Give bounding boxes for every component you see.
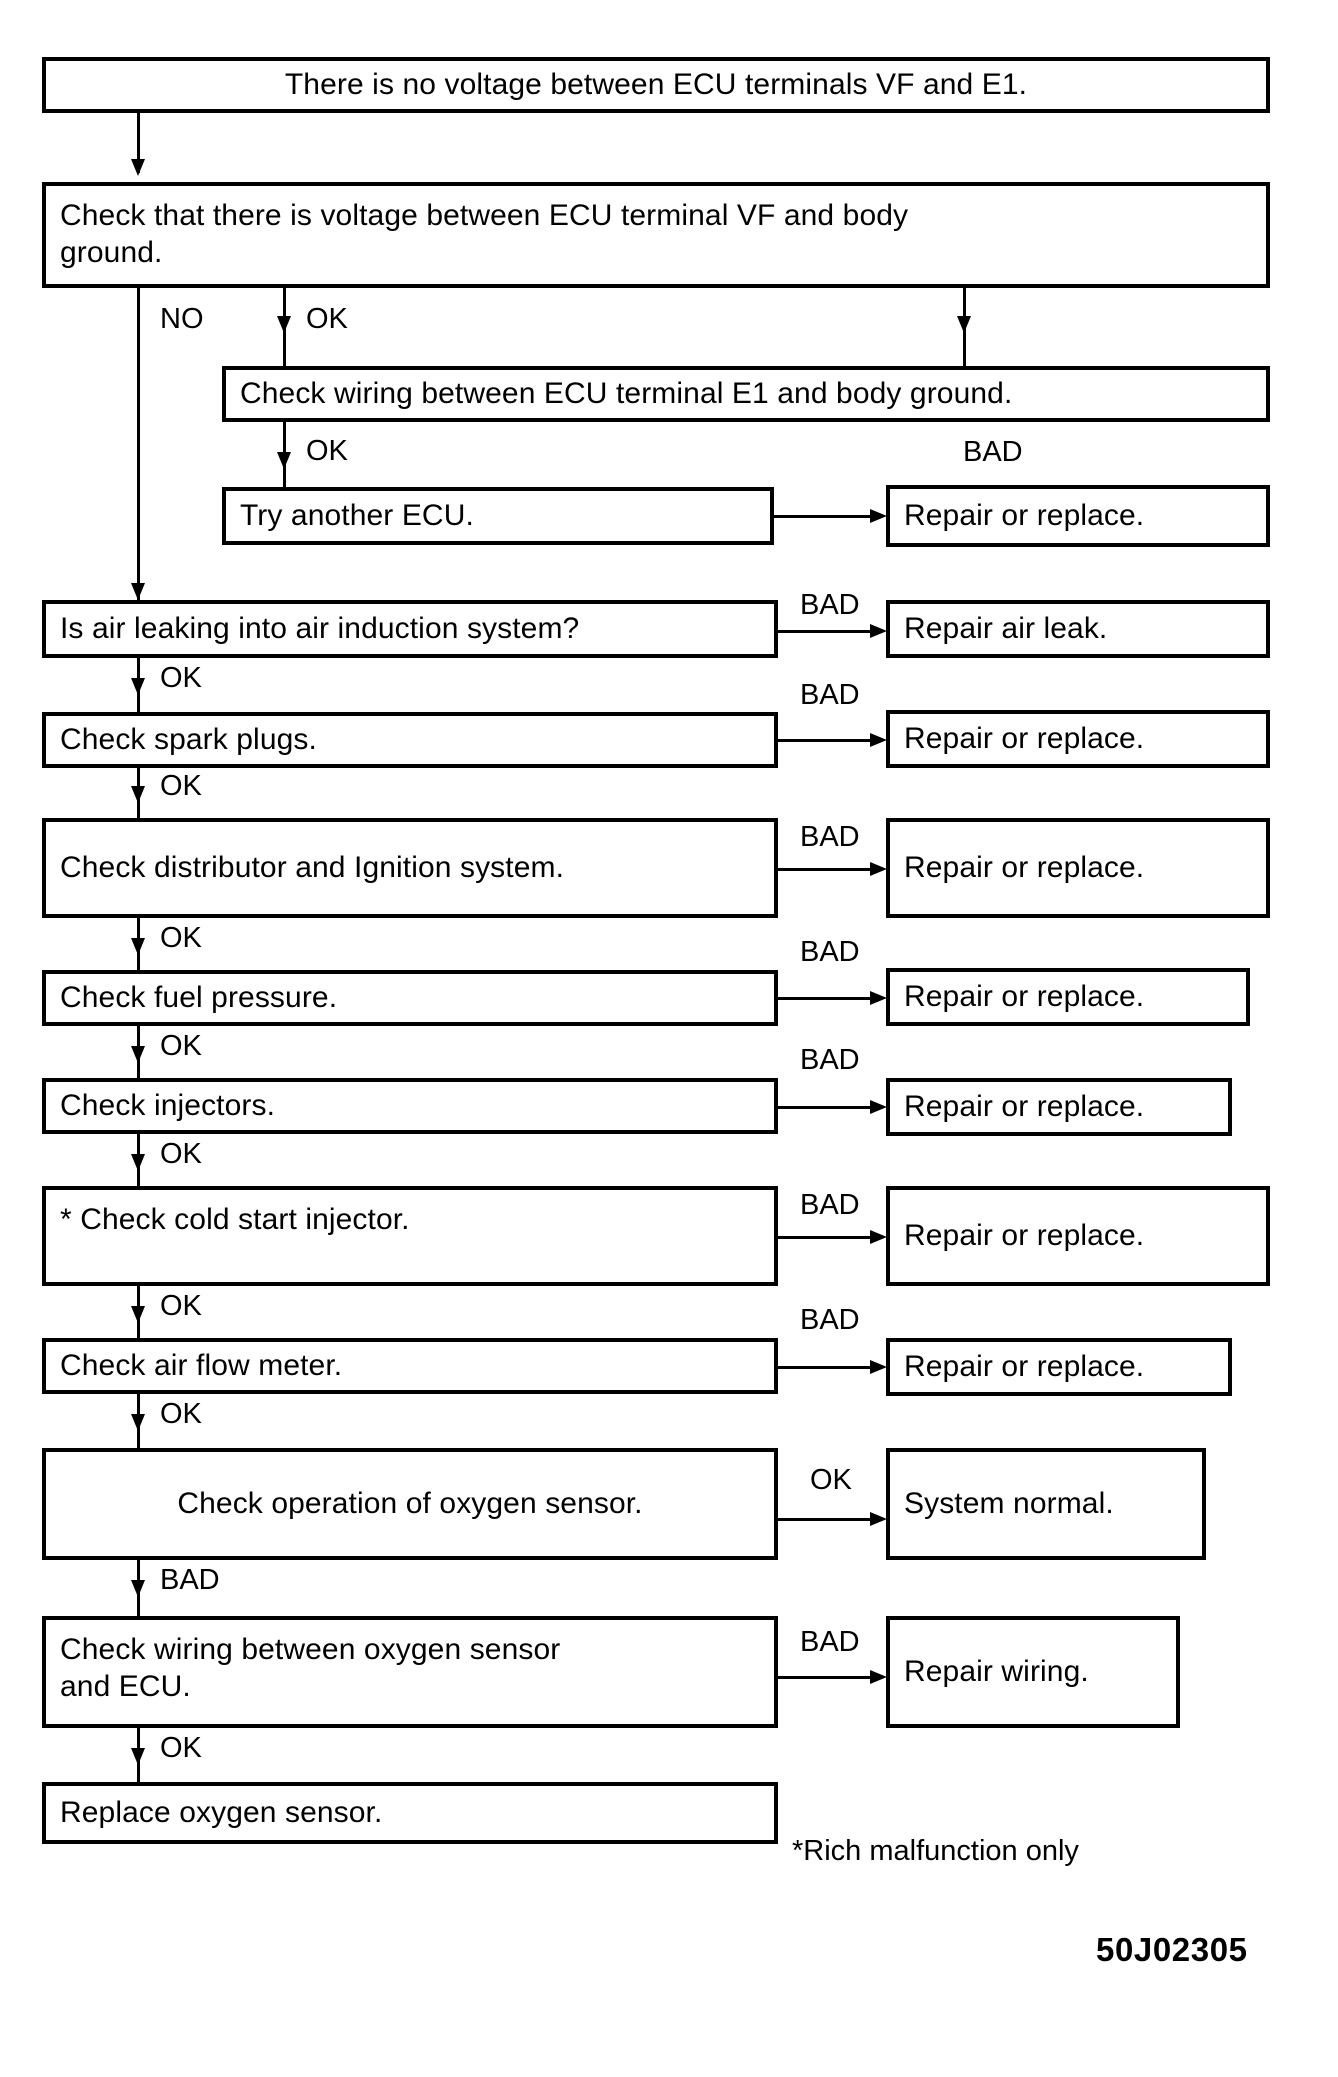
arrowhead-ok-8-icon	[131, 1306, 145, 1323]
node-check-voltage-vf: Check that there is voltage between ECU …	[42, 182, 1270, 288]
node-system-normal: System normal.	[886, 1448, 1206, 1560]
edge-label-bad-10: BAD	[800, 1626, 860, 1658]
node-check-fuel-pressure: Check fuel pressure.	[42, 970, 778, 1026]
node-check-wiring-e1: Check wiring between ECU terminal E1 and…	[222, 366, 1270, 422]
edge-label-bad-7: BAD	[800, 1189, 860, 1221]
arrowhead-ok-7-icon	[131, 1154, 145, 1171]
node-repair-or-replace-6: Repair or replace.	[886, 1186, 1270, 1286]
connector-n4-n5	[774, 515, 878, 518]
edge-label-bad-2: BAD	[800, 589, 860, 621]
connector-n1-n2	[137, 113, 140, 173]
edge-label-ok-9: OK	[160, 1398, 202, 1430]
arrowhead-ok-3-icon	[131, 678, 145, 695]
arrowhead-n20-n21-icon	[870, 1512, 887, 1526]
node-try-another-ecu: Try another ECU.	[222, 487, 774, 545]
edge-label-ok-8: OK	[160, 1290, 202, 1322]
arrowhead-n22-n23-icon	[870, 1670, 887, 1684]
connector-n18-n19	[778, 1366, 876, 1369]
arrowhead-right-feed-icon	[957, 316, 971, 333]
node-repair-or-replace-7: Repair or replace.	[886, 1338, 1232, 1396]
node-check-distributor: Check distributor and Ignition system.	[42, 818, 778, 918]
node-repair-or-replace-1: Repair or replace.	[886, 485, 1270, 547]
edge-label-ok-2: OK	[306, 435, 348, 467]
node-no-voltage: There is no voltage between ECU terminal…	[42, 57, 1270, 113]
node-check-cold-start-injector: * Check cold start injector.	[42, 1186, 778, 1286]
arrowhead-ok-11-icon	[131, 1748, 145, 1765]
node-repair-air-leak: Repair air leak.	[886, 600, 1270, 658]
connector-n8-n9	[778, 739, 876, 742]
edge-label-ok-10: OK	[810, 1464, 852, 1496]
arrowhead-n10-n11-icon	[870, 862, 887, 876]
arrowhead-ok-5-icon	[131, 938, 145, 955]
arrowhead-ok-6-icon	[131, 1046, 145, 1063]
edge-label-ok-3: OK	[160, 662, 202, 694]
edge-label-bad-3: BAD	[800, 679, 860, 711]
arrowhead-bad-9-icon	[131, 1580, 145, 1597]
arrowhead-n1-n2-icon	[131, 159, 145, 176]
edge-label-ok-7: OK	[160, 1138, 202, 1170]
arrowhead-n14-n15-icon	[870, 1100, 887, 1114]
edge-label-bad-1: BAD	[963, 436, 1023, 468]
node-repair-or-replace-4: Repair or replace.	[886, 968, 1250, 1026]
edge-label-bad-8: BAD	[800, 1304, 860, 1336]
edge-label-bad-9: BAD	[160, 1564, 220, 1596]
connector-n12-n13	[778, 997, 876, 1000]
edge-label-ok-5: OK	[160, 922, 202, 954]
connector-n6-n7	[778, 630, 876, 633]
edge-label-bad-6: BAD	[800, 1044, 860, 1076]
arrowhead-ok-4-icon	[131, 786, 145, 803]
arrowhead-ok-1-icon	[277, 316, 291, 333]
arrowhead-ok-9-icon	[131, 1414, 145, 1431]
edge-label-bad-4: BAD	[800, 821, 860, 853]
node-repair-or-replace-5: Repair or replace.	[886, 1078, 1232, 1136]
connector-n20-n21	[778, 1518, 876, 1521]
edge-label-ok-11: OK	[160, 1732, 202, 1764]
node-air-leak-question: Is air leaking into air induction system…	[42, 600, 778, 658]
arrowhead-n16-n17-icon	[870, 1230, 887, 1244]
edge-label-no-1: NO	[160, 303, 204, 335]
arrowhead-no-branch-icon	[131, 583, 145, 600]
node-check-injectors: Check injectors.	[42, 1078, 778, 1134]
arrowhead-ok-2-icon	[277, 452, 291, 469]
connector-n14-n15	[778, 1106, 876, 1109]
reference-code: 50J02305	[1096, 1931, 1248, 1968]
node-replace-oxygen-sensor: Replace oxygen sensor.	[42, 1782, 778, 1844]
arrowhead-n8-n9-icon	[870, 733, 887, 747]
edge-label-ok-1: OK	[306, 303, 348, 335]
node-check-spark-plugs: Check spark plugs.	[42, 712, 778, 768]
node-repair-wiring: Repair wiring.	[886, 1616, 1180, 1728]
connector-no-branch	[137, 288, 140, 600]
node-repair-or-replace-2: Repair or replace.	[886, 710, 1270, 768]
arrowhead-n6-n7-icon	[870, 624, 887, 638]
arrowhead-n12-n13-icon	[870, 991, 887, 1005]
node-check-oxygen-sensor-operation: Check operation of oxygen sensor.	[42, 1448, 778, 1560]
node-check-o2-wiring: Check wiring between oxygen sensor and E…	[42, 1616, 778, 1728]
arrowhead-n18-n19-icon	[870, 1360, 887, 1374]
edge-label-ok-4: OK	[160, 770, 202, 802]
edge-label-bad-5: BAD	[800, 936, 860, 968]
node-check-air-flow-meter: Check air flow meter.	[42, 1338, 778, 1394]
connector-n22-n23	[778, 1676, 876, 1679]
footnote-rich-malfunction: *Rich malfunction only	[792, 1835, 1079, 1867]
node-repair-or-replace-3: Repair or replace.	[886, 818, 1270, 918]
connector-n16-n17	[778, 1236, 876, 1239]
arrowhead-n4-n5-icon	[870, 509, 887, 523]
connector-n10-n11	[778, 868, 876, 871]
edge-label-ok-6: OK	[160, 1030, 202, 1062]
